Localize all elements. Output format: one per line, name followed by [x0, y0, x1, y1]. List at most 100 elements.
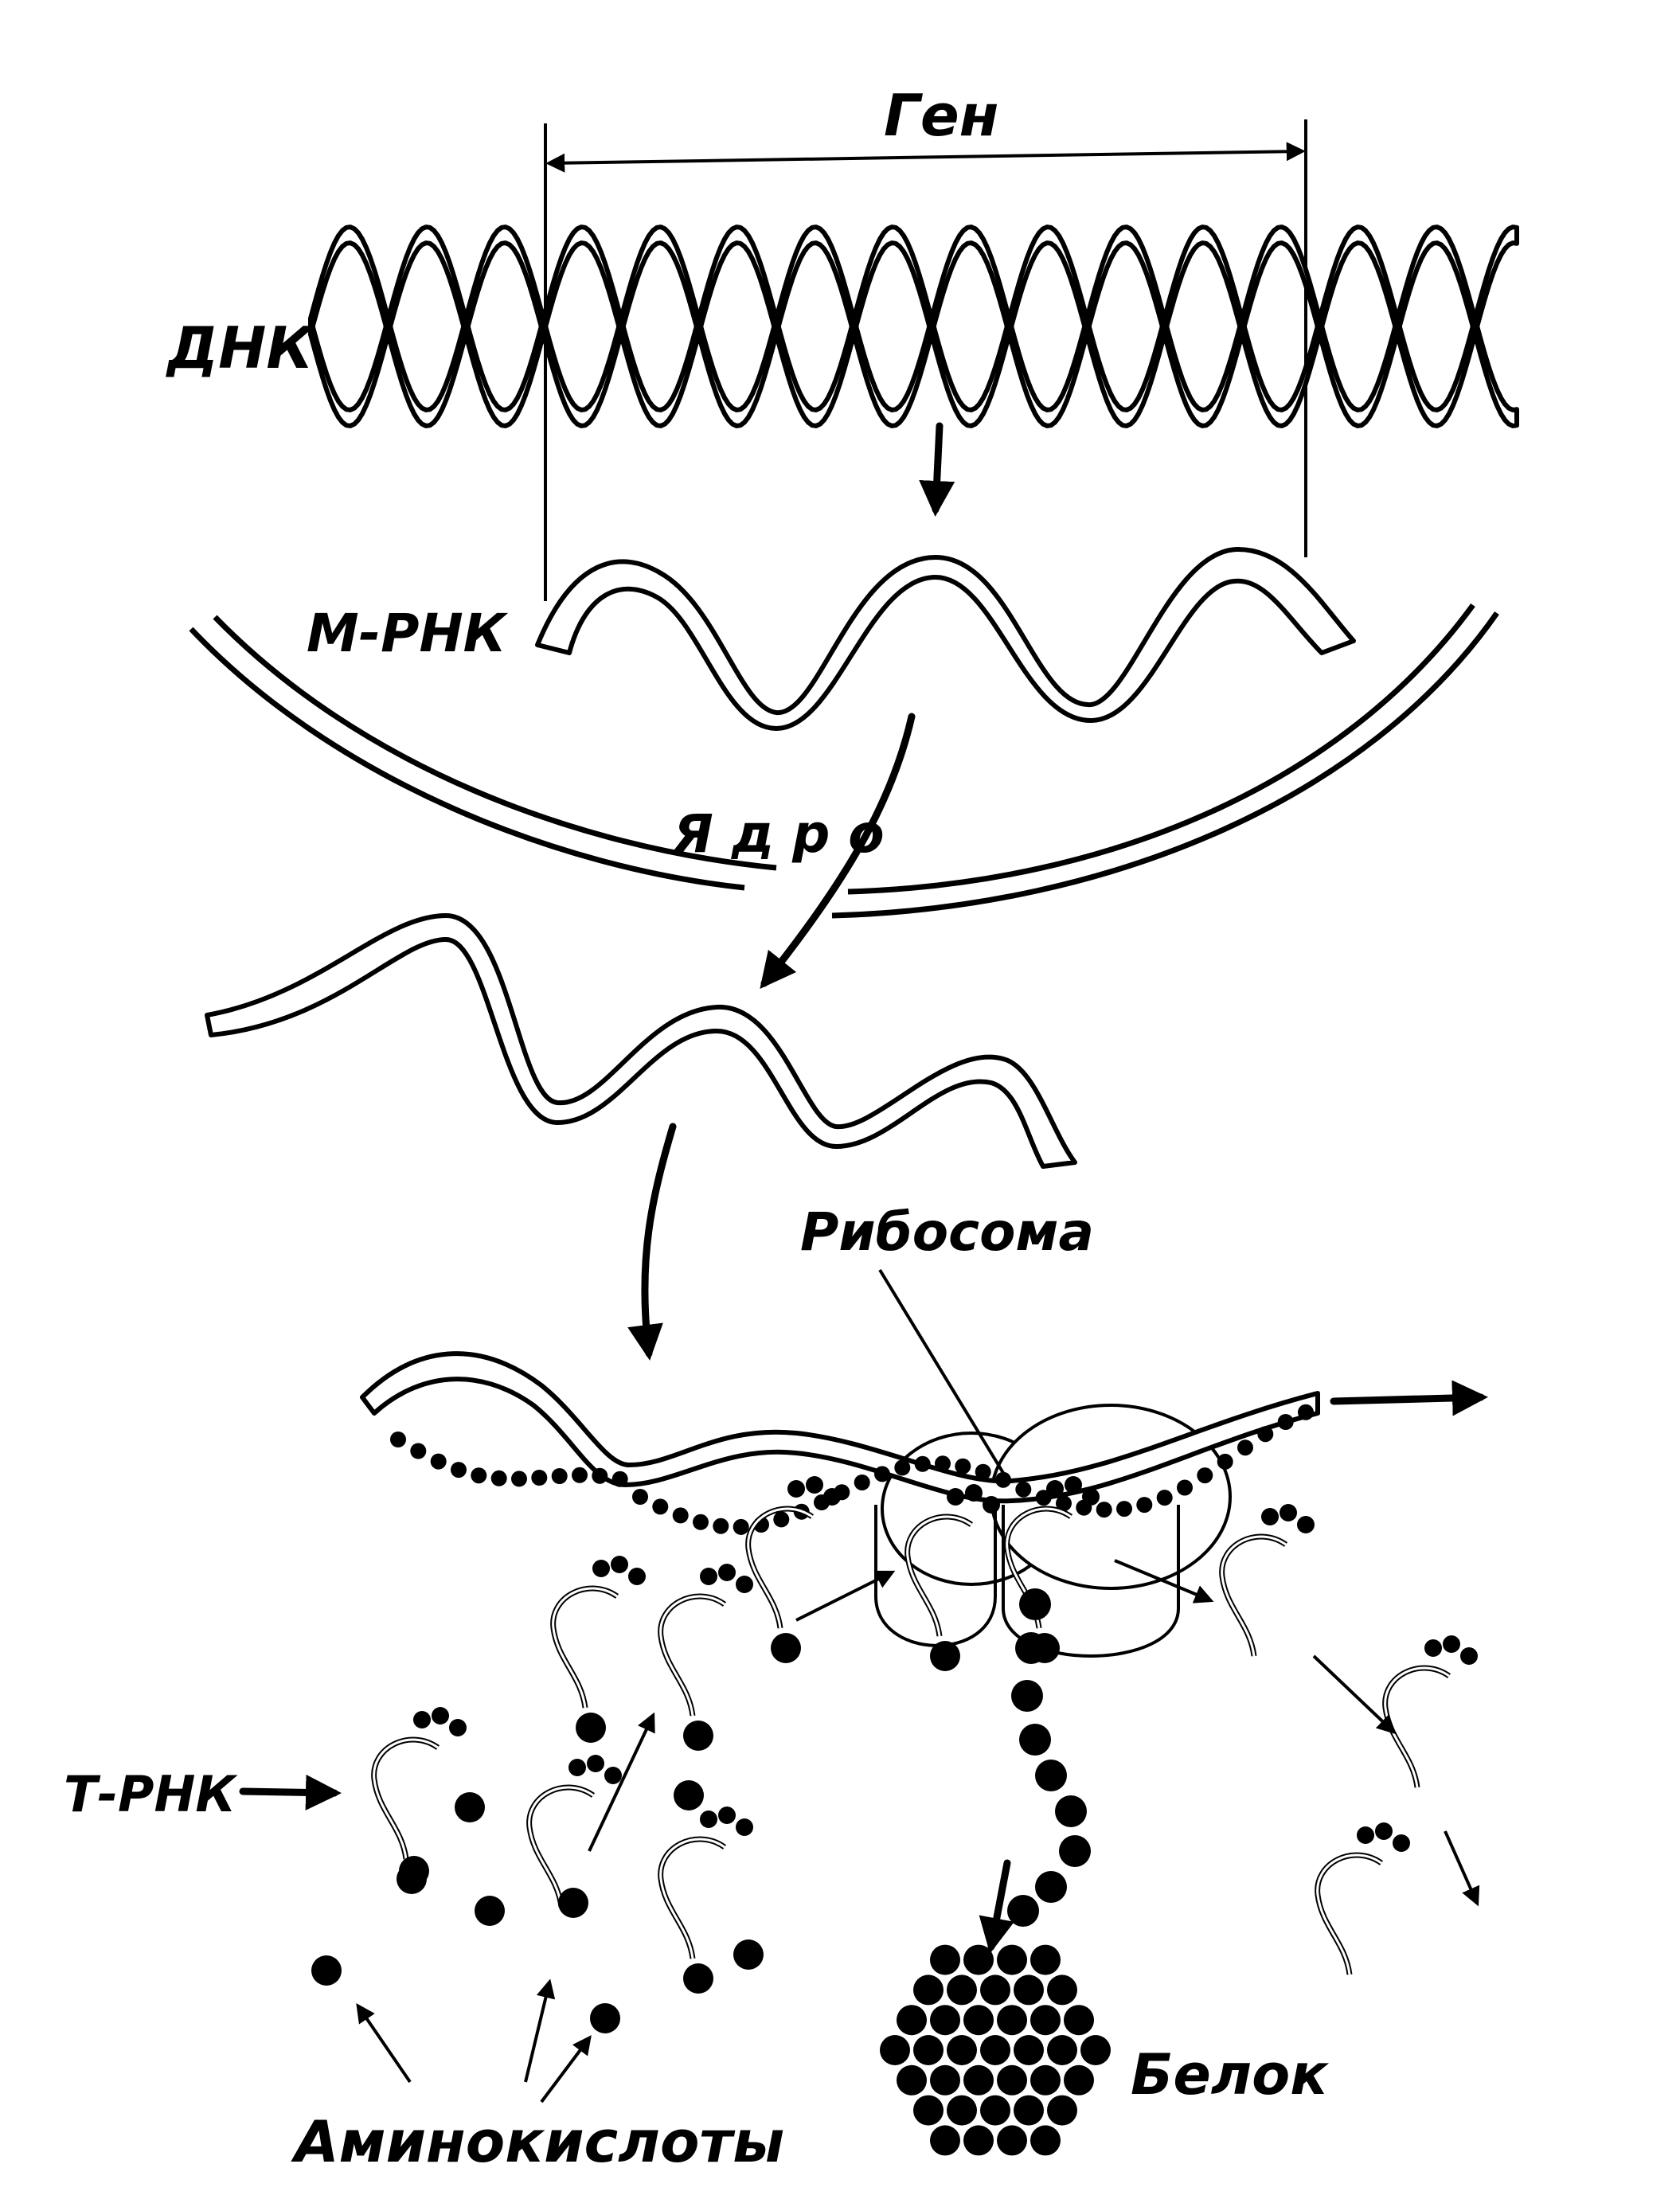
anticodon-knob [1280, 1504, 1297, 1521]
to-ribosome-arrow [627, 1123, 677, 1361]
dna-helix [308, 225, 1519, 428]
flow-arrows [239, 1559, 1480, 2103]
protein-residue [980, 2035, 1010, 2065]
free-amino-acid [590, 2003, 620, 2033]
trna-molecule [1382, 1635, 1478, 1788]
codon-dot [854, 1475, 870, 1490]
protein-residue [1047, 2035, 1077, 2065]
trna-molecule [526, 1755, 622, 1908]
codon-dot [1116, 1501, 1132, 1517]
codon-dot [1197, 1467, 1213, 1484]
anticodon-knob [1443, 1635, 1460, 1653]
protein-residue [997, 2125, 1027, 2156]
codon-dot [693, 1514, 709, 1530]
anticodon-knob [736, 1818, 753, 1836]
anticodon-knob [700, 1810, 717, 1828]
anticodon-knob [587, 1755, 604, 1772]
codon-dot [592, 1467, 608, 1484]
nucleus-membrane [189, 603, 1499, 919]
anticodon-knob [1046, 1480, 1064, 1498]
anticodon-knob [806, 1476, 823, 1494]
attached-amino-acid [930, 1641, 960, 1671]
protein-residue [913, 2095, 944, 2126]
protein-residue [947, 2035, 977, 2065]
protein-residue [1030, 2064, 1061, 2096]
trna-molecule [658, 1807, 753, 1994]
codon-dot [1217, 1453, 1233, 1470]
codon-dot [955, 1458, 971, 1475]
protein-residue [963, 2064, 994, 2096]
codon-dot [410, 1443, 427, 1459]
codon-dot [935, 1455, 951, 1472]
codon-dot [632, 1489, 648, 1505]
codon-dot [1156, 1490, 1173, 1506]
codon-dot [451, 1462, 467, 1478]
anticodon-knob [787, 1480, 805, 1498]
peptide-residue [1035, 1760, 1067, 1791]
trna-label: Т-РНК [64, 1765, 238, 1823]
amino-label-arrow-2 [524, 1978, 556, 2083]
codon-dot [1277, 1414, 1294, 1430]
anticodon-knob [965, 1484, 983, 1502]
codon-dot [531, 1470, 548, 1486]
protein-residue [963, 2125, 994, 2156]
protein-residue [997, 2064, 1027, 2096]
codon-dot [733, 1518, 749, 1535]
anticodon-knob [983, 1496, 1000, 1514]
protein-residue [1030, 2125, 1061, 2156]
peptide-residue [1019, 1588, 1051, 1620]
attached-amino-acid [683, 1721, 713, 1751]
peptide-residue [1011, 1680, 1043, 1712]
codon-dot [572, 1467, 588, 1483]
anticodon-knob [718, 1564, 736, 1581]
peptide-residue [1059, 1835, 1091, 1867]
protein-residue [1080, 2035, 1111, 2065]
anticodon-knob [1393, 1834, 1410, 1852]
free-amino-acid [558, 1888, 588, 1918]
anticodon-knob [1357, 1826, 1374, 1844]
anticodon-knob [718, 1807, 736, 1824]
codon-dot [1096, 1502, 1112, 1518]
free-amino-acid [733, 1939, 764, 1970]
codon-dot [1237, 1439, 1253, 1456]
trna-molecule [745, 1476, 841, 1663]
codon-dot [471, 1467, 487, 1484]
peptide-residue [1035, 1871, 1067, 1903]
anticodon-knob [1375, 1822, 1393, 1840]
transcription-arrow [919, 422, 955, 517]
protein-residue [930, 1944, 960, 1975]
protein-residue [897, 2005, 927, 2036]
trna-molecule [1219, 1504, 1315, 1657]
to-protein-arrow [979, 1859, 1014, 1954]
codon-dot [894, 1459, 911, 1476]
codon-dot [1298, 1404, 1314, 1420]
anticodon-knob [568, 1759, 586, 1776]
codon-dot [551, 1468, 568, 1484]
codon-dot [975, 1463, 991, 1480]
anticodon-knob [823, 1488, 841, 1506]
codon-dot [672, 1507, 689, 1524]
protein-residue [997, 1944, 1027, 1975]
anticodon-knob [449, 1719, 467, 1736]
codon-dot [1035, 1490, 1052, 1506]
ribosome-large-subunit-right [1002, 1505, 1180, 1658]
protein-residue [930, 2064, 960, 2096]
attached-amino-acid [683, 1963, 713, 1994]
attached-amino-acid [576, 1713, 606, 1743]
protein-residue [1014, 1974, 1044, 2006]
codon-dot [773, 1511, 790, 1528]
protein-residue [930, 2005, 960, 2036]
peptide-residue [1055, 1795, 1087, 1827]
trna-label-arrow [239, 1774, 342, 1810]
protein-residue [897, 2064, 927, 2096]
membrane-left-outer [189, 627, 745, 891]
membrane-right-inner [847, 603, 1475, 895]
mrna-translation-strand [360, 1351, 1320, 1504]
polypeptide-chain [1007, 1588, 1091, 1927]
trna-leave-arrow-1 [1114, 1559, 1214, 1603]
gene-label: Ген [884, 82, 998, 149]
anticodon-knob [592, 1560, 610, 1577]
free-amino-acid [399, 1856, 429, 1886]
membrane-left-inner [213, 615, 777, 871]
trna-group [371, 1476, 1478, 1994]
